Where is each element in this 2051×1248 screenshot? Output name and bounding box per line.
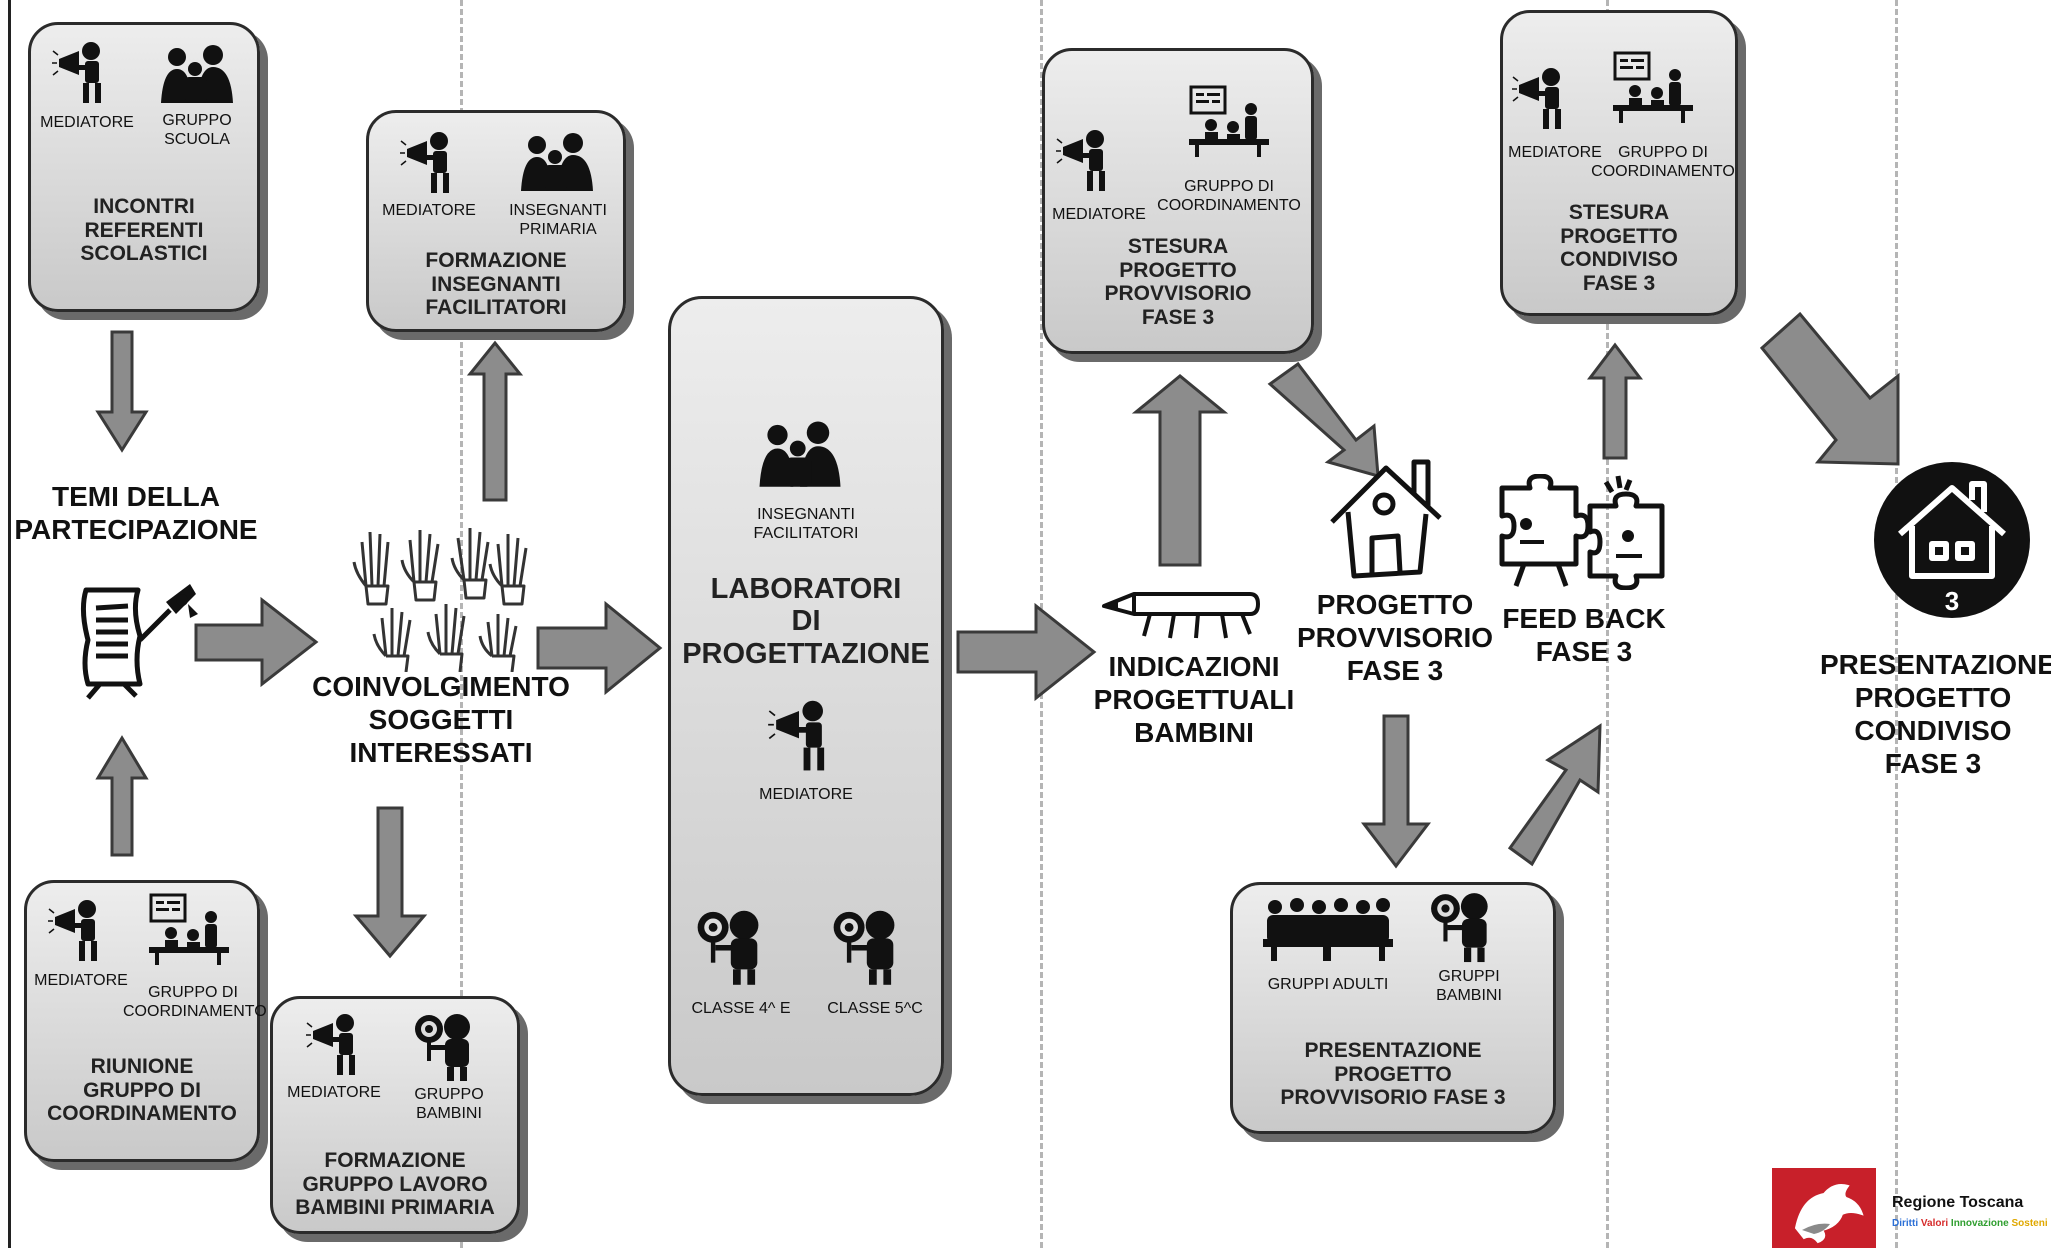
node-title: FORMAZIONE INSEGNANTI FACILITATORI	[425, 249, 567, 320]
role-label: MEDIATORE	[1508, 144, 1602, 161]
logo-tagline: Diritti Valori Innovazione Sostenibilità	[1892, 1218, 2047, 1229]
arrow-right	[956, 602, 1097, 702]
label-coinvolgimento: COINVOLGIMENTO SOGGETTI INTERESSATI	[312, 671, 570, 769]
teachers-group-icon	[161, 45, 233, 103]
mediator-megaphone-icon	[1512, 68, 1561, 129]
role-label: CLASSE 5^C	[827, 1000, 923, 1017]
node-title: INCONTRI REFERENTI SCOLASTICI	[80, 195, 208, 266]
role-label: MEDIATORE	[382, 202, 476, 219]
label-temi: TEMI DELLA PARTECIPAZIONE	[14, 481, 258, 546]
mediator-megaphone-icon	[1056, 130, 1105, 191]
node-title: STESURA PROGETTO PROVVISORIO FASE 3	[1104, 235, 1252, 329]
mediator-megaphone-icon	[768, 700, 825, 771]
role-label: GRUPPO DI COORDINAMENTO	[1157, 178, 1301, 215]
label-presentazione-finale: PRESENTAZIONE PROGETTO CONDIVISO FASE 3	[1820, 649, 2051, 780]
phase-divider	[1606, 0, 1609, 1248]
role-label: GRUPPO BAMBINI	[414, 1086, 484, 1123]
arrow-diagonal	[1267, 361, 1380, 479]
teachers-group-icon	[521, 133, 593, 191]
child-lollipop-icon	[1431, 893, 1488, 963]
node-title: PRESENTAZIONE PROGETTO PROVVISORIO FASE …	[1280, 1039, 1506, 1110]
role-label: MEDIATORE	[40, 114, 134, 131]
arrow-diagonal	[1759, 311, 1900, 466]
role-label: GRUPPO SCUOLA	[162, 112, 232, 149]
tagline-word: Valori	[1920, 1218, 1949, 1229]
label-feedback: FEED BACK FASE 3	[1502, 603, 1666, 668]
puzzle-pieces-icon	[1499, 474, 1665, 590]
coordination-meeting-icon	[1189, 85, 1269, 157]
arrow-down	[1360, 714, 1432, 869]
role-label: GRUPPO DI COORDINAMENTO	[123, 984, 267, 1021]
tagline-word: Sostenibilità	[2011, 1218, 2048, 1229]
house-badge-number: 3	[1944, 586, 1960, 616]
role-label: CLASSE 4^ E	[691, 1000, 791, 1017]
mediator-megaphone-icon	[306, 1014, 355, 1075]
teachers-group-icon	[759, 421, 841, 487]
arrow-diagonal	[1507, 723, 1602, 867]
node-riunione-coordinamento: MEDIATORE GRUPPO DI COORDINAMENTO RIUNIO…	[24, 880, 267, 1162]
arrow-down	[95, 330, 149, 453]
role-label: MEDIATORE	[1052, 206, 1146, 223]
left-border	[8, 0, 11, 1248]
pencil-creature-icon	[1102, 592, 1260, 639]
raised-hands-icon	[352, 528, 528, 672]
arrow-right	[194, 596, 319, 688]
role-label: INSEGNANTI PRIMARIA	[509, 202, 607, 239]
node-stesura-provvisorio: MEDIATORE GRUPPO DI COORDINAMENTO STESUR…	[1042, 48, 1314, 354]
role-label: GRUPPO DI COORDINAMENTO	[1591, 144, 1735, 181]
mediator-megaphone-icon	[400, 132, 449, 193]
regione-toscana-logo-icon	[1772, 1168, 1876, 1248]
arrow-up	[1586, 342, 1644, 460]
arrow-up	[466, 340, 524, 502]
node-formazione-bambini: MEDIATORE GRUPPO BAMBINI FORMAZIONE GRUP…	[270, 996, 520, 1234]
node-presentazione-provvisorio: GRUPPI ADULTI GRUPPI BAMBINI PRESENTAZIO…	[1230, 882, 1556, 1134]
tagline-word: Innovazione	[1950, 1218, 2009, 1229]
coordination-meeting-icon	[149, 893, 229, 965]
node-formazione-insegnanti: MEDIATORE INSEGNANTI PRIMARIA FORMAZIONE…	[366, 110, 626, 332]
mediator-megaphone-icon	[48, 900, 97, 961]
role-label: MEDIATORE	[34, 972, 128, 989]
child-lollipop-icon	[833, 910, 895, 985]
role-label: INSEGNANTI FACILITATORI	[753, 506, 859, 543]
node-laboratori: INSEGNANTI FACILITATORI LABORATORI DI PR…	[668, 296, 944, 1096]
sketch-house-icon	[1330, 459, 1442, 579]
arrow-down	[352, 806, 428, 959]
role-label: MEDIATORE	[287, 1084, 381, 1101]
role-label: MEDIATORE	[759, 786, 853, 803]
node-title: STESURA PROGETTO CONDIVISO FASE 3	[1560, 201, 1678, 295]
coordination-meeting-icon	[1613, 51, 1693, 123]
label-progetto-provvisorio: PROGETTO PROVVISORIO FASE 3	[1296, 589, 1494, 687]
child-lollipop-icon	[415, 1014, 470, 1081]
adults-group-icon	[1263, 898, 1393, 961]
logo-name: Regione Toscana	[1892, 1194, 2024, 1211]
node-title: LABORATORI DI PROGETTAZIONE	[682, 573, 930, 670]
document-writing-icon	[80, 584, 198, 700]
node-incontri-referenti: MEDIATORE GRUPPO SCUOLA INCONTRI REFEREN…	[28, 22, 260, 312]
node-title: RIUNIONE GRUPPO DI COORDINAMENTO	[47, 1055, 237, 1126]
house-badge-icon	[1874, 462, 2030, 618]
child-lollipop-icon	[697, 910, 759, 985]
role-label: GRUPPI ADULTI	[1267, 976, 1389, 993]
tagline-word: Diritti	[1892, 1218, 1919, 1229]
role-label: GRUPPI BAMBINI	[1436, 968, 1502, 1005]
node-stesura-condiviso: MEDIATORE GRUPPO DI COORDINAMENTO STESUR…	[1500, 10, 1738, 316]
phase-divider	[1895, 0, 1898, 1248]
arrow-up	[95, 735, 149, 857]
mediator-megaphone-icon	[52, 42, 101, 103]
arrow-right	[536, 600, 663, 696]
node-title: FORMAZIONE GRUPPO LAVORO BAMBINI PRIMARI…	[295, 1149, 495, 1220]
label-indicazioni: INDICAZIONI PROGETTUALI BAMBINI	[1093, 651, 1295, 749]
arrow-up	[1131, 374, 1229, 567]
